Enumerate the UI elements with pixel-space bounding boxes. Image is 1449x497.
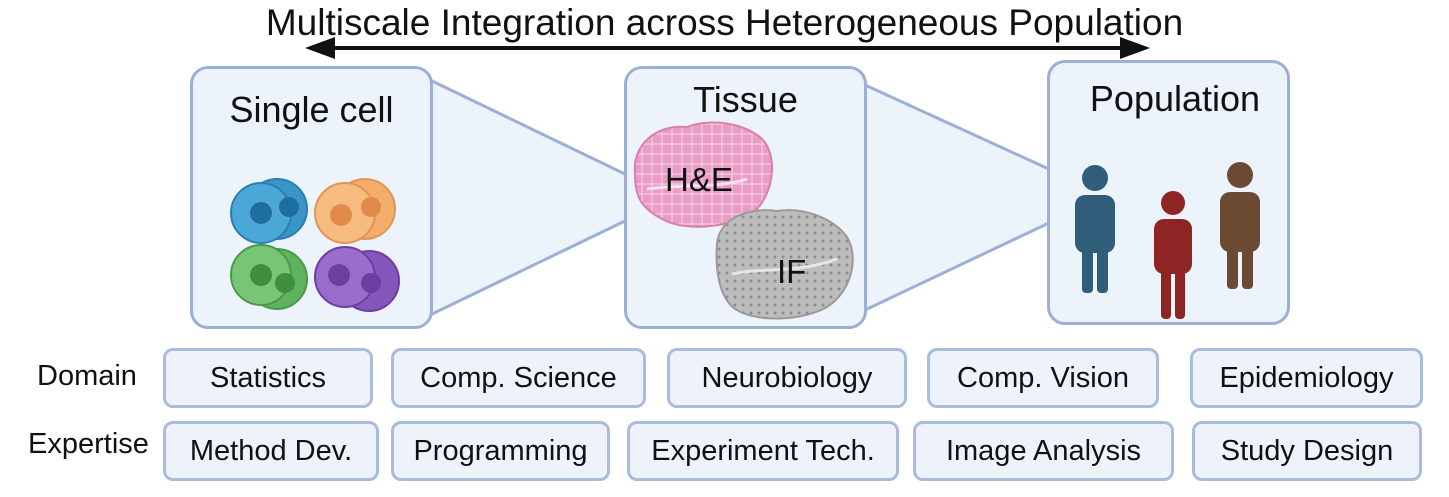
- cell-icon: [230, 178, 400, 312]
- funnel-cell-to-tissue: [428, 77, 629, 318]
- domain-tag: Neurobiology: [667, 348, 907, 408]
- expertise-tag: Method Dev.: [163, 421, 379, 481]
- panel-single-cell: Single cell: [190, 66, 433, 329]
- tissue-label-he: H&E: [665, 161, 733, 198]
- person-icon: [1220, 162, 1260, 289]
- diagram-title: Multiscale Integration across Heterogene…: [265, 2, 1184, 43]
- domain-tag: Epidemiology: [1190, 348, 1423, 408]
- domain-tag: Statistics: [163, 348, 373, 408]
- row-label-domain: Domain: [37, 360, 137, 392]
- domain-tag: Comp. Science: [391, 348, 646, 408]
- person-icon: [1154, 191, 1192, 319]
- person-icon: [1075, 165, 1115, 293]
- panel-tissue: Tissue H&E IF: [624, 66, 867, 329]
- panel-title-tissue: Tissue: [693, 79, 798, 120]
- expertise-tag: Image Analysis: [913, 421, 1174, 481]
- expertise-tag: Programming: [391, 421, 610, 481]
- tissue-images: [633, 121, 854, 320]
- expertise-tag: Experiment Tech.: [627, 421, 899, 481]
- tissue-label-if: IF: [777, 253, 807, 290]
- funnel-tissue-to-population: [863, 82, 1053, 313]
- row-label-expertise: Expertise: [28, 428, 149, 460]
- expertise-tag: Study Design: [1192, 421, 1422, 481]
- panel-population: Population: [1047, 60, 1290, 325]
- panel-title-single-cell: Single cell: [229, 89, 394, 130]
- tissue-if-icon: [715, 209, 854, 320]
- tissue-he-icon: [633, 121, 773, 228]
- population-people: [1075, 162, 1260, 319]
- panel-title-population: Population: [1089, 78, 1261, 119]
- double-arrow-icon: [305, 37, 1150, 59]
- domain-tag: Comp. Vision: [927, 348, 1159, 408]
